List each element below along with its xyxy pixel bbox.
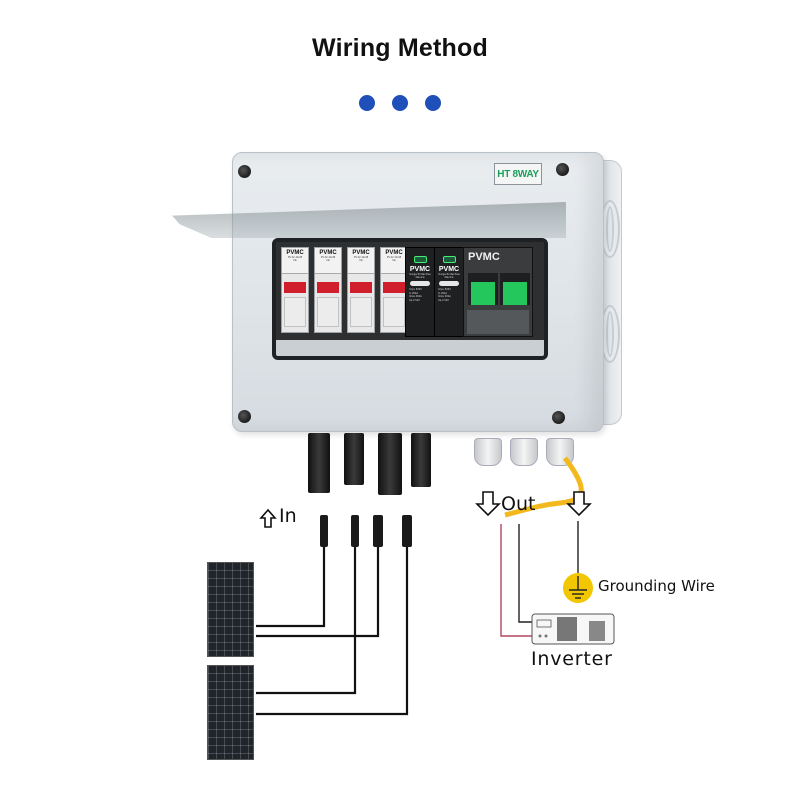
solar-panel [207,562,254,657]
fuse-rating: PV-32 10x38 [353,256,369,259]
ce-mark: CE [326,259,330,262]
pager-dot[interactable] [359,95,375,111]
fuse-holder[interactable]: PVMC PV-32 10x38 CE [314,247,342,333]
ce-mark: CE [293,259,297,262]
spd-description: Surge Protective Device [409,273,431,279]
fuse-indicator [383,282,405,293]
ground-cable [504,456,584,518]
fuse-indicator [350,282,372,293]
input-label: In [259,505,297,527]
fuse-indicator [284,282,306,293]
spd-spec: Ucpv 500V [409,288,422,291]
fuse-rating: PV-32 10x38 [386,256,402,259]
screw-icon [238,410,251,423]
spd-spec: Up 2.5kV [438,298,449,302]
fuse-body [317,297,339,327]
solar-panel [207,665,254,760]
panel-wire [256,547,326,628]
pager-dot[interactable] [425,95,441,111]
spd-spec: Up 2.5kV [409,298,420,302]
screw-icon [556,163,569,176]
pv-connector [320,515,328,547]
fuse-brand: PVMC [385,250,403,256]
spd-spec: In 20kA [438,291,448,295]
fuse-brand: PVMC [319,250,337,256]
inverter-icon [531,613,615,645]
spd-brand: PVMC [438,266,460,273]
input-label-text: In [279,505,297,527]
pager-dot[interactable] [392,95,408,111]
screw-icon [552,411,565,424]
mc4-connector [411,433,431,487]
panel-wire [256,547,357,695]
mc4-connector [308,433,330,493]
cable-gland [510,438,538,466]
cable-gland [474,438,502,466]
fuse-body [383,297,405,327]
fuse-cap: PVMC PV-32 10x38 CE [381,248,407,274]
panel-wire [256,547,380,638]
spd-spec: Ucpv 500V [438,288,451,291]
output-wire-negative [518,524,533,623]
pv-connector [402,515,412,547]
fuse-holder[interactable]: PVMC PV-32 10x38 CE [380,247,408,333]
ce-mark: CE [359,259,363,262]
isolator-spec-label [467,310,529,334]
ce-mark: CE [392,259,396,262]
inverter-label: Inverter [531,648,613,670]
fuse-brand: PVMC [352,250,370,256]
isolator-toggle[interactable] [500,273,530,305]
fuse-cap: PVMC PV-32 10x38 CE [315,248,341,274]
spd-model-pill [410,281,430,286]
fuse-rating: PV-32 10x38 [320,256,336,259]
dc-isolator-switch[interactable]: PVMC [463,247,533,337]
fuse-body [350,297,372,327]
fuse-holder[interactable]: PVMC PV-32 10x38 CE [281,247,309,333]
fuse-cap: PVMC PV-32 10x38 CE [282,248,308,274]
screw-icon [238,165,251,178]
page-title: Wiring Method [312,34,488,62]
spd-spec: Imax 40kA [438,295,451,299]
grounding-label: Grounding Wire [598,577,715,595]
model-badge: HT 8WAY [494,163,542,185]
isolator-brand: PVMC [468,251,500,263]
output-label: Out [481,493,535,515]
fuse-holder[interactable]: PVMC PV-32 10x38 CE [347,247,375,333]
output-label-text: Out [501,493,536,515]
pv-connector [373,515,383,547]
spd-brand: PVMC [409,266,431,273]
spd-description: Surge Protective Device [438,273,460,279]
mc4-connector [344,433,364,485]
fuse-body [284,297,306,327]
arrow-down-icon [475,491,501,517]
fuse-brand: PVMC [286,250,304,256]
arrow-up-icon [259,508,277,528]
spd-spec: Imax 40kA [409,295,422,299]
status-led-icon [413,256,427,263]
isolator-toggle[interactable] [468,273,498,305]
panel-wire [256,547,409,716]
output-wire-positive [500,524,533,637]
pv-connector [351,515,359,547]
cable-gland [546,438,574,466]
arrow-down-icon [566,491,592,517]
mc4-connector [378,433,402,495]
spd-spec: In 20kA [409,291,419,295]
spd-model-pill [439,281,459,286]
pager-dots [0,95,800,111]
fuse-rating: PV-32 10x38 [287,256,303,259]
fuse-cap: PVMC PV-32 10x38 CE [348,248,374,274]
status-led-icon [442,256,456,263]
fuse-indicator [317,282,339,293]
